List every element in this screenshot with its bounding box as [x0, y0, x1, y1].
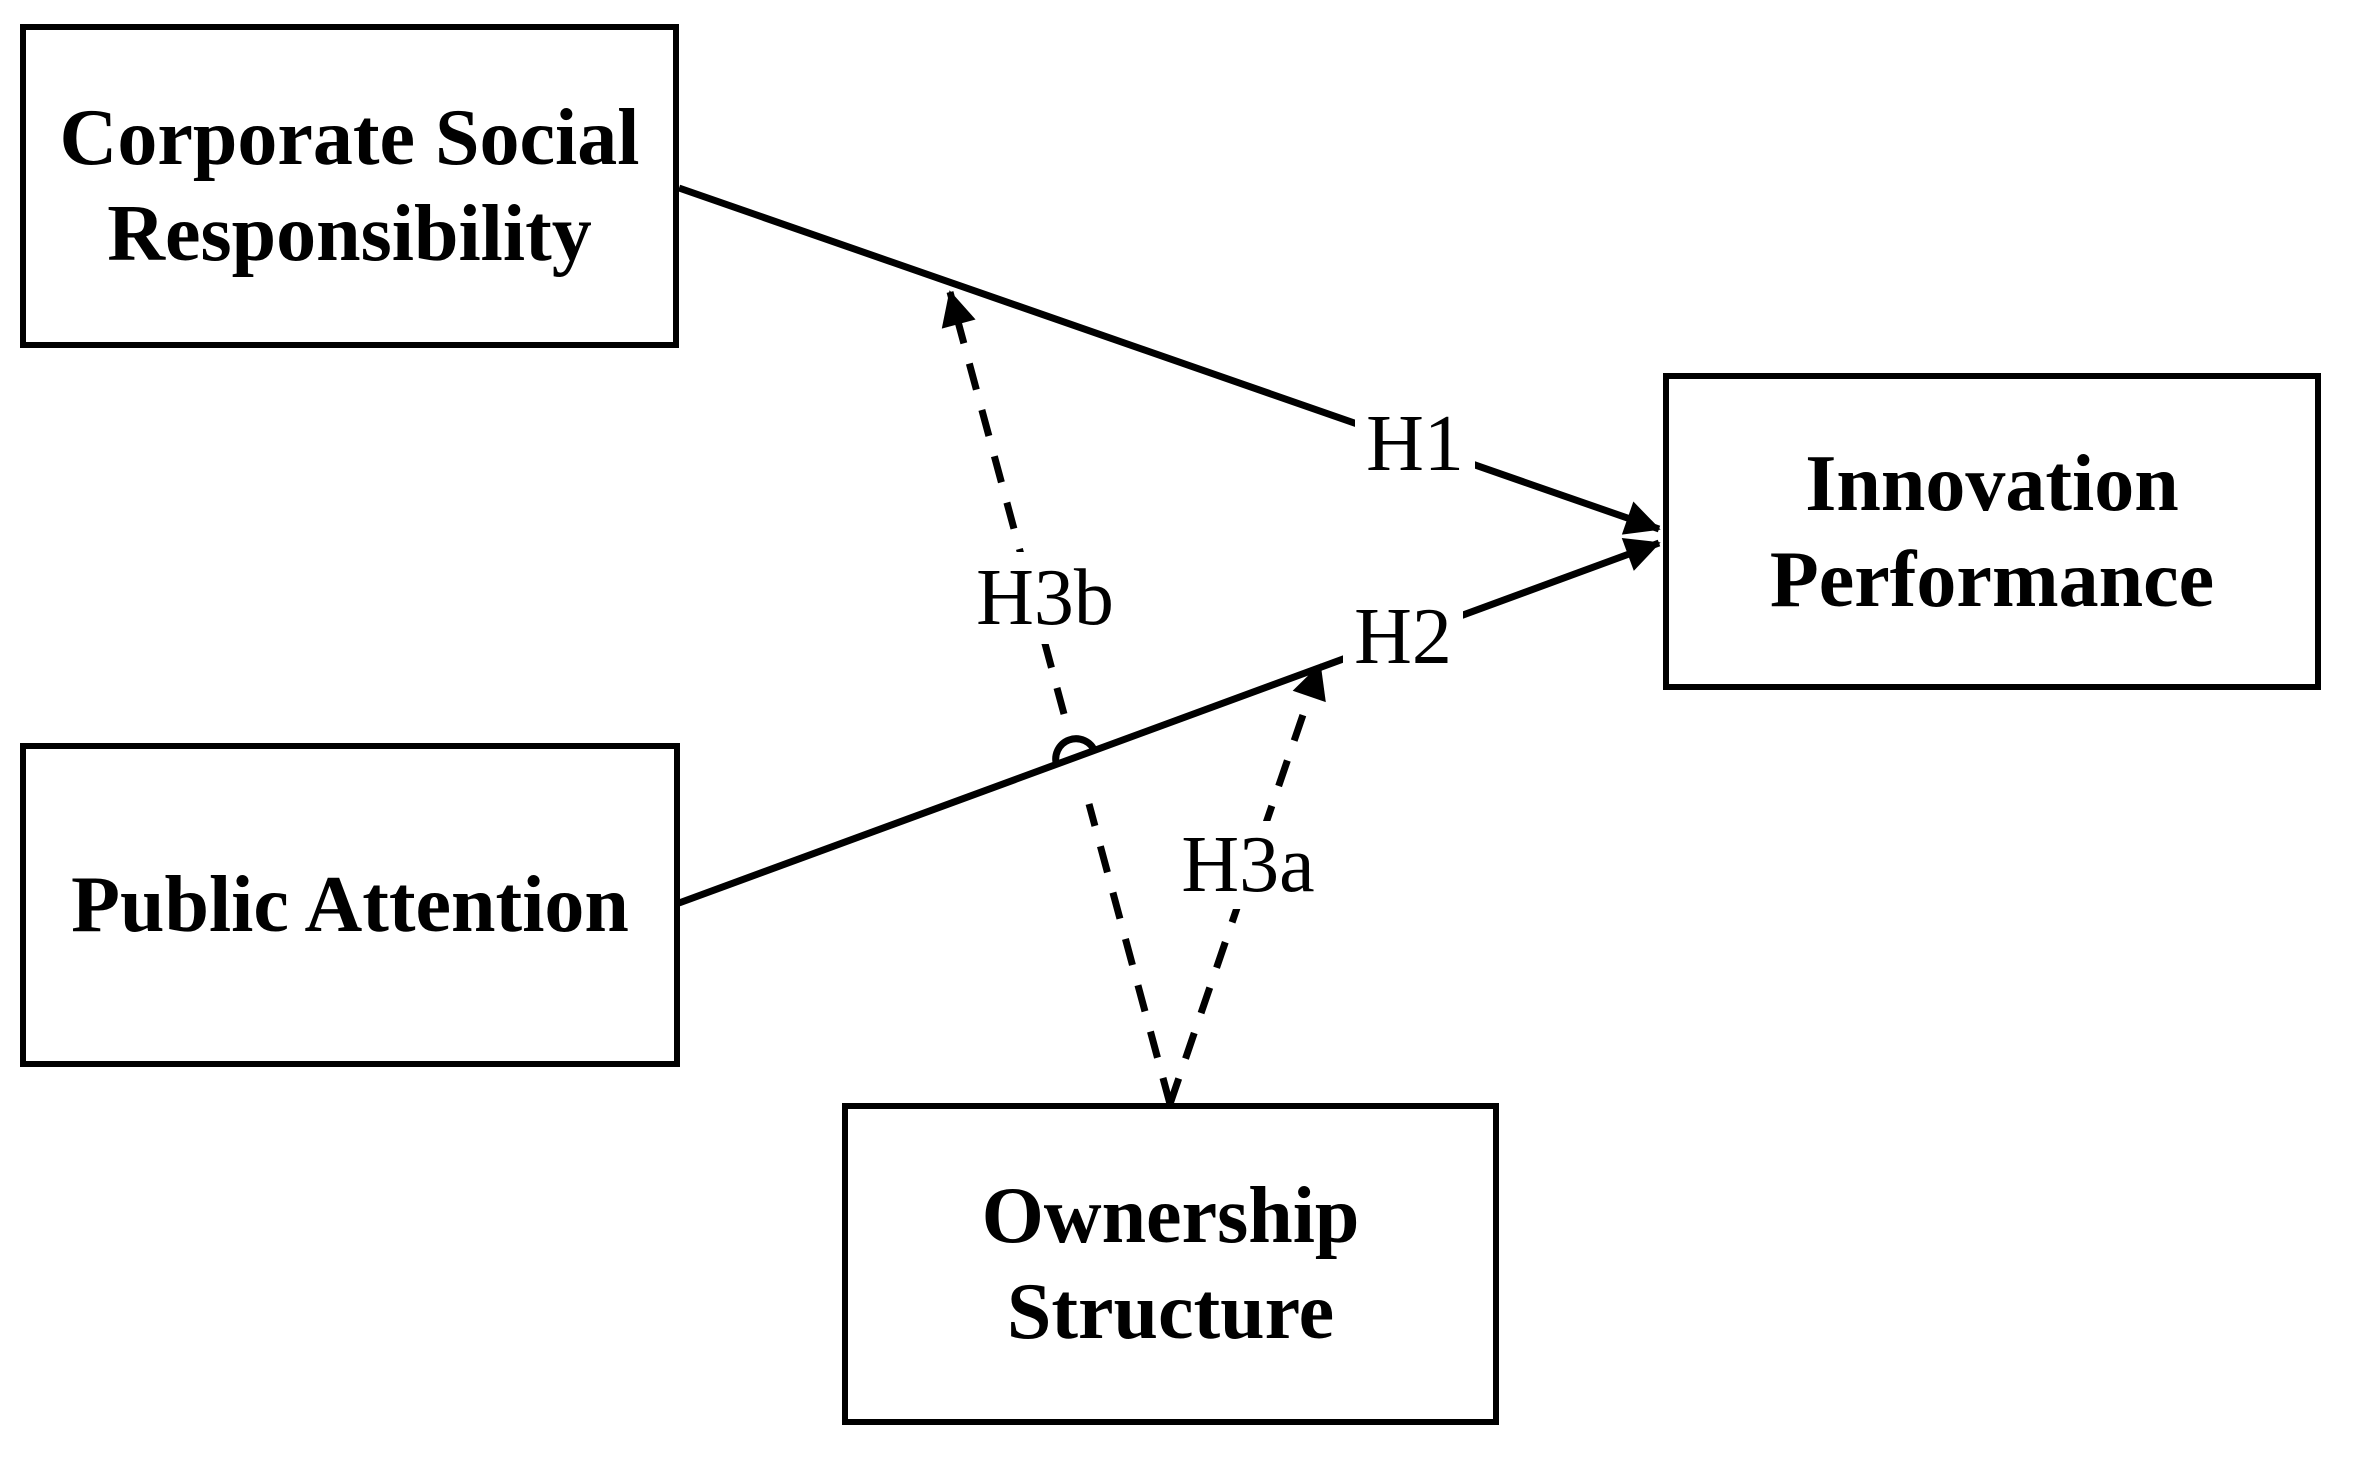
node-innovation-performance: Innovation Performance — [1663, 373, 2321, 690]
edge-label-h1: H1 — [1355, 400, 1475, 488]
node-label-line: Responsibility — [107, 190, 592, 278]
edge-label-h3b: H3b — [962, 552, 1128, 644]
node-label-line: Ownership — [981, 1172, 1360, 1260]
h3b-line-hop — [1052, 735, 1099, 768]
h3a-dashed-line — [1166, 663, 1326, 1106]
node-label-line: Performance — [1769, 535, 2215, 624]
h2-arrow-line — [677, 538, 1661, 907]
edge-label-h2: H2 — [1343, 593, 1463, 681]
node-label-line: Corporate Social — [59, 94, 640, 182]
node-corporate-social-responsibility: Corporate Social Responsibility — [20, 24, 679, 348]
h1-arrow-line — [677, 184, 1661, 535]
node-label-line: Public Attention — [71, 861, 629, 949]
node-public-attention: Public Attention — [20, 743, 680, 1067]
node-label-line: Structure — [1006, 1268, 1335, 1356]
node-label-line: Innovation — [1805, 439, 2179, 528]
edge-label-h3a: H3a — [1168, 821, 1328, 909]
node-ownership-structure: Ownership Structure — [842, 1103, 1499, 1425]
h3b-dashed-line-lower — [1085, 803, 1174, 1105]
h3b-dashed-line-upper — [941, 290, 1068, 715]
